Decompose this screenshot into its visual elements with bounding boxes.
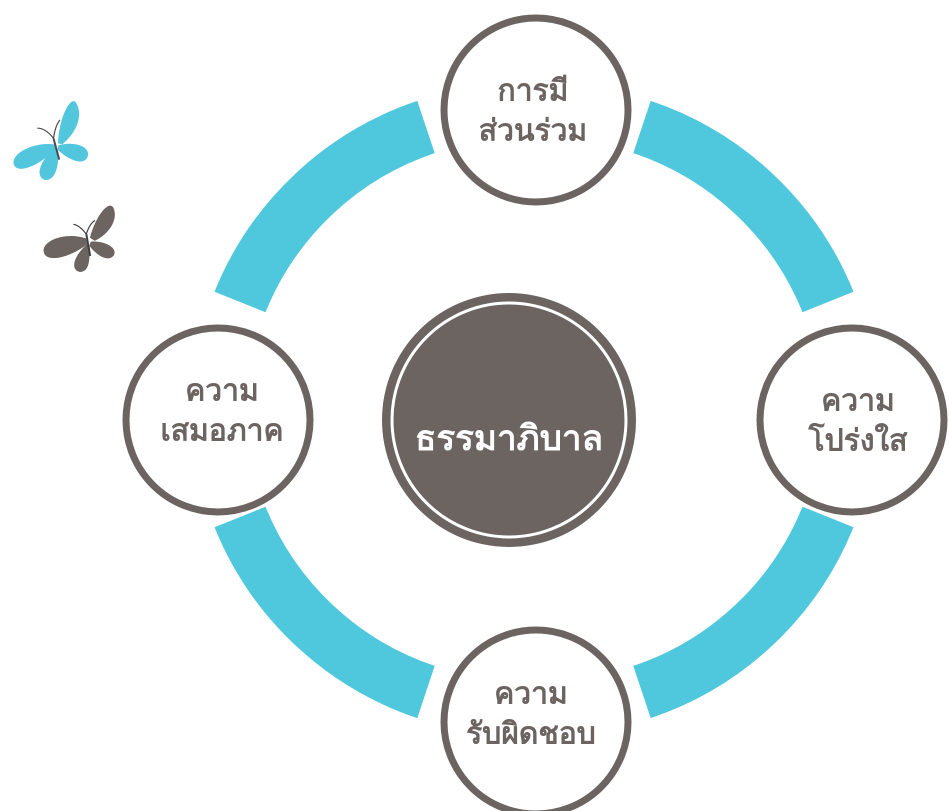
center-outer-circle bbox=[382, 293, 636, 547]
node-line1: ความ bbox=[185, 374, 259, 409]
node-circle bbox=[122, 324, 314, 516]
node-line1: ความ bbox=[494, 677, 568, 712]
node-line1: ความ bbox=[821, 384, 895, 419]
node-line2: เสมอภาค bbox=[160, 414, 283, 449]
node-accountability: ความ รับผิดชอบ bbox=[440, 626, 632, 811]
center-title: ธรรมาภิบาล bbox=[415, 419, 603, 459]
ring-arc-bottom-right bbox=[632, 506, 854, 719]
node-circle bbox=[440, 626, 632, 811]
butterfly-icon bbox=[13, 101, 89, 180]
node-line2: รับผิดชอบ bbox=[466, 717, 596, 752]
node-participation: การมี ส่วนร่วม bbox=[440, 14, 632, 206]
ring-arc-top-left bbox=[214, 100, 436, 313]
node-line2: ส่วนร่วม bbox=[479, 114, 587, 149]
node-line1: การมี bbox=[498, 74, 569, 109]
butterfly-icon bbox=[43, 205, 115, 272]
ring-arc-top-right bbox=[632, 100, 854, 313]
cycle-ring bbox=[214, 100, 854, 719]
node-equity: ความ เสมอภาค bbox=[122, 324, 314, 516]
node-line2: โปร่งใส bbox=[808, 422, 909, 459]
center-inner-ring bbox=[390, 301, 628, 539]
node-circle bbox=[756, 324, 948, 516]
center-node: ธรรมาภิบาล bbox=[382, 293, 636, 547]
node-circle bbox=[440, 14, 632, 206]
ring-arc-bottom-left bbox=[214, 506, 436, 719]
node-transparency: ความ โปร่งใส bbox=[756, 324, 948, 516]
